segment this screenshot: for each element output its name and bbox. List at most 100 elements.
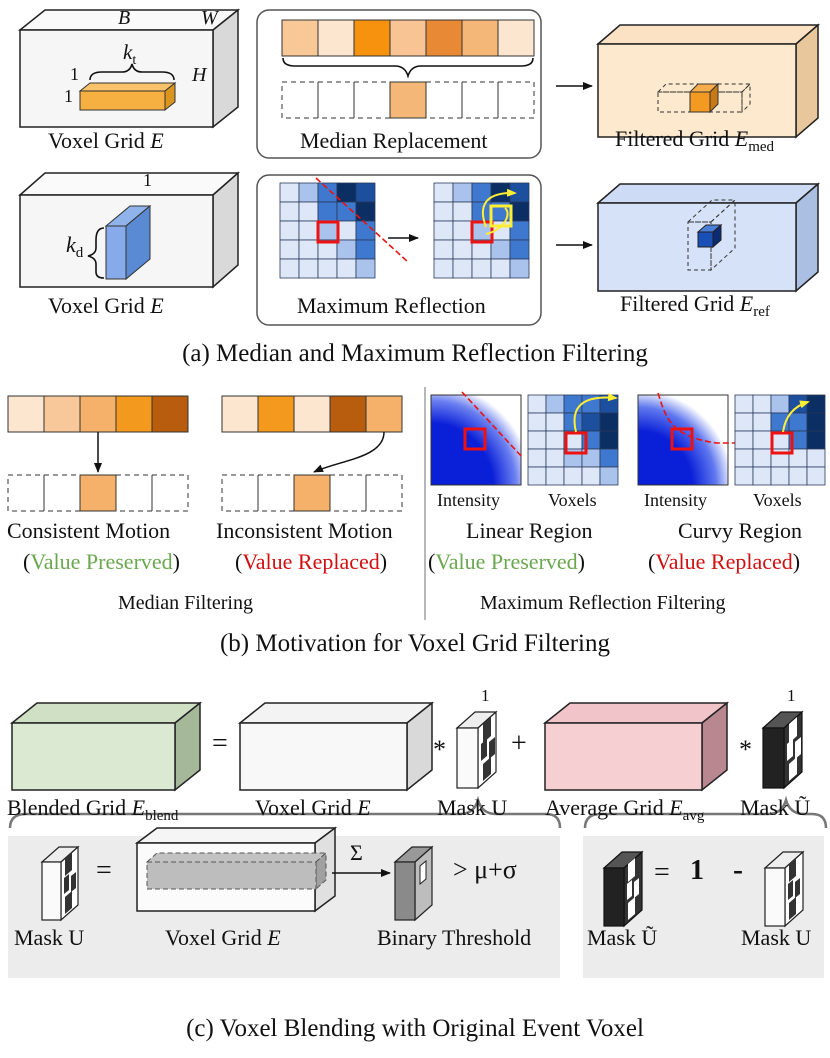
voxel-cell [806,394,826,414]
voxel-cell [581,466,601,486]
voxels-curvy [734,394,826,486]
median-brace [282,57,534,79]
voxel-cell [545,466,565,486]
voxel-cell [752,448,772,468]
dim-w-label: W [201,7,218,29]
voxel-center-3 [564,431,588,455]
inconsistent-motion-label: Inconsistent Motion [216,518,393,543]
voxel-cell [788,466,808,486]
times-sign-1: * [433,735,446,764]
voxel-grid-cuboid-c2 [134,826,338,913]
voxel-cell [734,466,754,486]
mask-u-top-icon [455,710,498,790]
reflection-grid-after [433,182,530,279]
voxel-cell [336,239,357,260]
voxel-grid-label-a1: Voxel Grid E [48,128,164,153]
intensity-label-1: Intensity [437,490,500,510]
voxel-grid-cuboid-c [237,701,435,792]
voxel-grid-label-c2: Voxel Grid E [165,925,281,950]
voxel-cell [279,220,300,241]
kt-brace [89,63,175,81]
median-example-inconsistent-strip [221,395,403,433]
median-arrow-curved [313,431,385,473]
voxel-cell [752,394,772,414]
value-preserved-median: (Value Preserved) [23,549,180,574]
voxel-cell [509,220,530,241]
voxel-cell [509,201,530,222]
intensity-center-1 [463,427,487,451]
voxel-cell [752,430,772,450]
equals-sign-3: = [654,857,670,888]
filtered-grid-med-label: Filtered Grid Emed [615,126,775,155]
linear-region-label: Linear Region [466,518,593,543]
equals-sign-2: = [96,855,112,886]
voxel-arrow-3 [573,393,618,433]
voxel-cell [527,412,547,432]
voxel-cell [355,239,376,260]
voxel-cell [452,201,473,222]
one-top-label-a1: 1 [70,64,79,84]
value-replaced-median: (Value Replaced) [235,549,388,574]
voxel-cell [752,466,772,486]
caption-a: (a) Median and Maximum Reflection Filter… [182,340,648,367]
voxel-cell [279,258,300,279]
blended-grid-label: Blended Grid Eblend [7,795,179,824]
strip-cell [151,395,189,433]
curvy-boundary [657,392,735,444]
mask-u-label-c3: Mask U [741,925,812,950]
strip-cell [79,395,117,433]
strip-cell [257,395,295,433]
voxel-cell [355,258,376,279]
intensity-label-2: Intensity [644,490,707,510]
voxel-cell [433,201,454,222]
curvy-region-label: Curvy Region [678,518,803,543]
filtered-grid-ref-label: Filtered Grid Eref [620,291,770,320]
intensity-map-linear [430,394,522,486]
strip-cell [115,395,153,433]
intensity-center-2 [670,427,694,451]
voxel-cell [599,448,619,468]
voxel-cell [452,239,473,260]
mask-u-tilde-label-c2: Mask Ũ [587,925,658,950]
voxel-cell [355,182,376,203]
blended-grid-cuboid [9,701,203,792]
voxels-linear [527,394,619,486]
reflection-arrow-yellow [481,188,517,228]
voxel-arrow-4 [782,400,810,433]
voxel-cell [509,239,530,260]
voxel-cell [471,220,492,241]
voxel-cell [298,220,319,241]
voxel-cell [509,258,530,279]
strip-cell [293,395,331,433]
voxel-cell [545,448,565,468]
voxel-cell [599,412,619,432]
voxel-cell [563,466,583,486]
maximum-reflection-filtering-label: Maximum Reflection Filtering [480,592,726,614]
mask-u-tilde-label-c1: Mask Ũ [740,795,811,820]
voxel-cell [317,220,338,241]
brace-right-c [583,795,828,829]
voxel-cell [734,448,754,468]
average-grid-cuboid [542,701,730,792]
median-output-cell [389,81,427,119]
mask-u-icon-c1 [40,845,80,922]
voxel-cell [545,430,565,450]
minus-sign: - [733,853,743,886]
one-top-label-a2: 1 [143,170,152,190]
median-example-out-cell-2 [293,474,331,512]
voxel-grid-label-c1: Voxel Grid E [255,795,371,820]
kernel-bar-orange [78,81,177,112]
voxel-cell [490,239,511,260]
voxel-cell [563,412,583,432]
voxel-cell [433,258,454,279]
median-example-out-cell-1 [79,474,117,512]
voxel-cell [788,412,808,432]
voxels-label-1: Voxels [548,490,597,510]
strip-cell [329,395,367,433]
voxel-cell [752,412,772,432]
voxel-cell [527,466,547,486]
voxel-grid-cuboid-a1 [17,8,241,129]
dim-h-label: H [192,64,207,86]
voxel-cell [279,201,300,222]
voxel-cell [452,220,473,241]
